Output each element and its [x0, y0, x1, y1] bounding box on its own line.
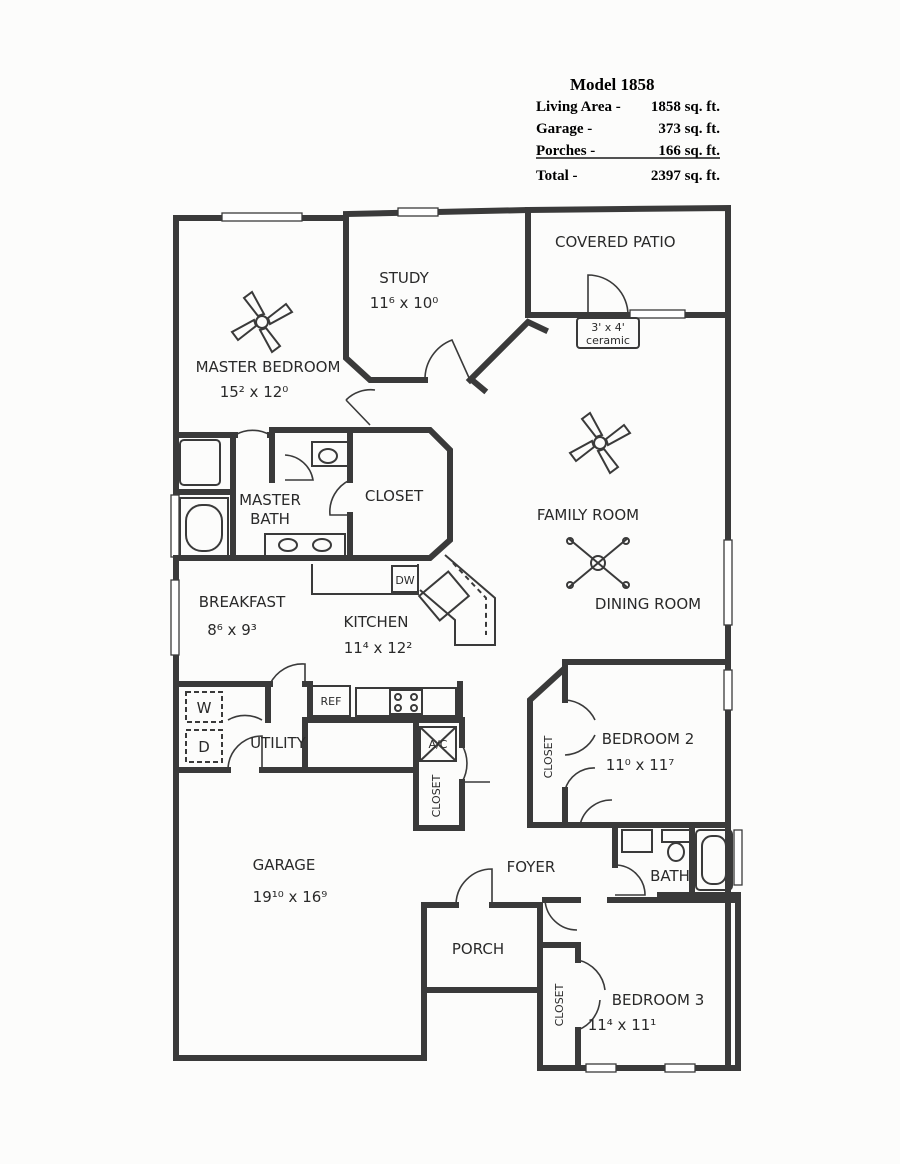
master-bath-label-line2: BATH — [250, 510, 290, 528]
shower-icon — [179, 439, 221, 486]
ac-unit-icon — [419, 726, 457, 762]
exterior-walls — [173, 204, 741, 1071]
refrigerator-icon — [311, 685, 351, 717]
dishwasher-label: DW — [395, 574, 414, 587]
refrigerator-label: REF — [321, 695, 342, 708]
total-area-value: 2397 sq. ft. — [651, 168, 720, 184]
bath-label: BATH — [650, 867, 690, 885]
area-summary: Model 1858 Living Area - 1858 sq. ft. Ga… — [536, 75, 720, 184]
model-title: Model 1858 — [570, 75, 655, 94]
study-label: STUDY — [379, 269, 429, 287]
covered-patio-label: COVERED PATIO — [555, 233, 676, 251]
dryer-icon — [185, 729, 223, 763]
master-bedroom-dimensions: 15² x 12⁰ — [220, 383, 289, 401]
garage-label: GARAGE — [253, 856, 316, 874]
tub-icon — [185, 504, 223, 552]
living-area-label: Living Area - — [536, 99, 621, 115]
ceramic-size-label: 3' x 4' — [591, 321, 625, 334]
study-dimensions: 11⁶ x 10⁰ — [370, 294, 439, 312]
ac-label: A/C — [429, 738, 448, 751]
ceiling-fan-icon — [230, 290, 294, 354]
garage-area-label: Garage - — [536, 121, 592, 137]
dining-room-label: DINING ROOM — [595, 595, 701, 613]
tub-frame-icon — [179, 497, 229, 557]
porch-label: PORCH — [452, 940, 504, 958]
chandelier-icon — [566, 537, 630, 589]
room-labels: COVERED PATIO 3' x 4' ceramic STUDY 11⁶ … — [196, 233, 705, 1034]
porches-area-value: 166 sq. ft. — [658, 143, 720, 159]
fixtures — [179, 317, 733, 1057]
washer-label: W — [197, 699, 212, 717]
bedroom-3-dimensions: 11⁴ x 11¹ — [588, 1016, 657, 1034]
ceramic-tile-box — [576, 317, 640, 349]
sink-icon — [621, 829, 653, 853]
porches-area-label: Porches - — [536, 143, 595, 159]
vanity-icon — [264, 533, 346, 557]
total-area-label: Total - — [536, 168, 578, 184]
cooktop-icon — [417, 570, 471, 622]
bedroom-2-closet-label: CLOSET — [542, 735, 555, 778]
master-bath-label-line1: MASTER — [239, 491, 301, 509]
bedroom-2-label: BEDROOM 2 — [602, 730, 695, 748]
bedroom-3-label: BEDROOM 3 — [612, 991, 705, 1009]
hall-closet-label: CLOSET — [430, 774, 443, 817]
range-icon — [389, 689, 423, 715]
master-bedroom-label: MASTER BEDROOM — [196, 358, 341, 376]
breakfast-dimensions: 8⁶ x 9³ — [207, 621, 257, 639]
bath-toilet-icon — [667, 842, 685, 862]
door-swings — [227, 274, 646, 1031]
bedroom-3-closet-label: CLOSET — [553, 983, 566, 1026]
dishwasher-icon — [391, 565, 419, 593]
garage-dimensions: 19¹⁰ x 16⁹ — [253, 888, 328, 906]
washer-icon — [185, 691, 223, 723]
toilet-icon — [311, 441, 349, 467]
garage-area-value: 373 sq. ft. — [658, 121, 720, 137]
interior-walls — [173, 215, 741, 1071]
bathtub-icon — [695, 829, 733, 891]
master-closet-label: CLOSET — [365, 487, 424, 505]
kitchen-dimensions: 11⁴ x 12² — [344, 639, 413, 657]
dryer-label: D — [198, 738, 210, 756]
kitchen-label: KITCHEN — [344, 613, 409, 631]
living-area-value: 1858 sq. ft. — [651, 99, 720, 115]
utility-label: UTILITY — [250, 734, 307, 752]
foyer-label: FOYER — [507, 858, 556, 876]
ceiling-fan-icon — [568, 411, 632, 475]
family-room-label: FAMILY ROOM — [537, 506, 639, 524]
bedroom-2-dimensions: 11⁰ x 11⁷ — [606, 756, 675, 774]
breakfast-label: BREAKFAST — [199, 593, 286, 611]
ceramic-label: ceramic — [586, 334, 630, 347]
